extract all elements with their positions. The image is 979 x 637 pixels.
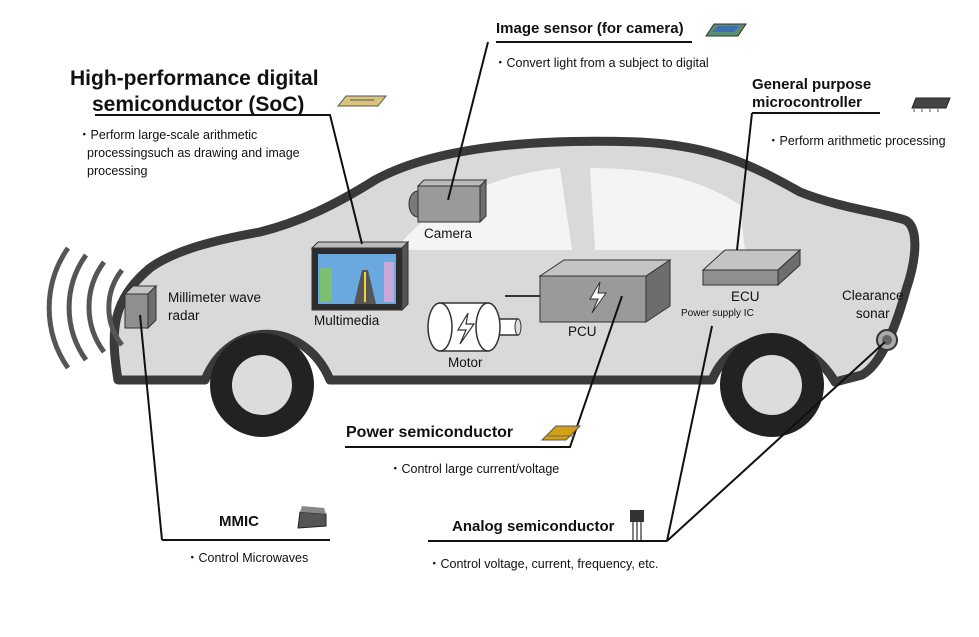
analog-to-sonar bbox=[666, 341, 886, 542]
analog-semiconductor-description: ・Control voltage, current, frequency, et… bbox=[428, 557, 659, 571]
power-leader bbox=[345, 295, 623, 448]
mcu-title-line2: microcontroller bbox=[752, 94, 863, 111]
radar-waves-icon bbox=[46, 246, 124, 370]
power-semiconductor-description: ・Control large current/voltage bbox=[389, 462, 560, 476]
radar-device bbox=[123, 284, 158, 330]
mcu-to-ecu bbox=[736, 112, 753, 251]
mcu-title-line1: General purpose bbox=[752, 76, 872, 93]
soc-leader bbox=[95, 114, 363, 245]
motor-label: Motor bbox=[448, 355, 483, 370]
microcontroller-chip-icon bbox=[911, 97, 951, 112]
transistor-icon bbox=[630, 510, 644, 540]
soc-desc-line1: ・Perform large-scale arithmetic bbox=[78, 128, 258, 142]
image-sensor-to-camera bbox=[447, 41, 489, 201]
image-sensor-chip-icon bbox=[705, 23, 747, 37]
ecu-label: ECU bbox=[731, 289, 760, 304]
pcu-device bbox=[538, 259, 672, 323]
camera-label: Camera bbox=[424, 226, 473, 241]
leader-lines bbox=[95, 41, 886, 542]
power-supply-ic-label: Power supply IC bbox=[681, 308, 754, 319]
microcontroller-description: ・Perform arithmetic processing bbox=[767, 134, 946, 148]
mmic-description: ・Control Microwaves bbox=[186, 551, 309, 565]
motor-device bbox=[427, 302, 522, 352]
soc-desc-line2: processingsuch as drawing and image bbox=[87, 146, 300, 160]
analog-semiconductor-title: Analog semiconductor bbox=[452, 518, 615, 535]
sonar-label-line1: Clearance bbox=[842, 288, 904, 303]
rear-window bbox=[590, 168, 745, 250]
rear-wheel bbox=[720, 333, 824, 437]
front-wheel bbox=[210, 333, 314, 437]
multimedia-label: Multimedia bbox=[314, 313, 380, 328]
mmic-chip-icon bbox=[297, 506, 327, 529]
soc-desc-line3: processing bbox=[87, 164, 148, 178]
radar-label-line1: Millimeter wave bbox=[168, 290, 262, 305]
pcu-label: PCU bbox=[568, 324, 597, 339]
soc-title-line2: semiconductor (SoC) bbox=[92, 93, 305, 116]
radar-label: Millimeter wave radar bbox=[168, 289, 261, 325]
power-semiconductor-title: Power semiconductor bbox=[346, 424, 514, 441]
analog-to-power-ic bbox=[666, 325, 713, 542]
ecu-device bbox=[701, 248, 802, 287]
radar-label-line2: radar bbox=[168, 308, 200, 323]
sonar-label-line2: sonar bbox=[855, 306, 890, 321]
soc-title-line1: High-performance digital bbox=[70, 67, 319, 90]
microcontroller-title: General purpose microcontroller bbox=[752, 76, 871, 112]
sonar-label: Clearance sonar bbox=[842, 287, 904, 323]
soc-description: ・Perform large-scale arithmetic processi… bbox=[78, 126, 300, 180]
power-chip-icon bbox=[540, 425, 582, 441]
image-sensor-title: Image sensor (for camera) bbox=[496, 20, 684, 37]
image-sensor-description: ・Convert light from a subject to digital bbox=[494, 56, 709, 70]
mmic-title: MMIC bbox=[219, 513, 259, 530]
soc-chip-icon bbox=[336, 95, 388, 107]
soc-title: High-performance digital semiconductor (… bbox=[70, 66, 319, 118]
mmic-to-radar bbox=[139, 314, 163, 541]
multimedia-screen bbox=[310, 240, 410, 312]
camera-device bbox=[408, 178, 488, 224]
